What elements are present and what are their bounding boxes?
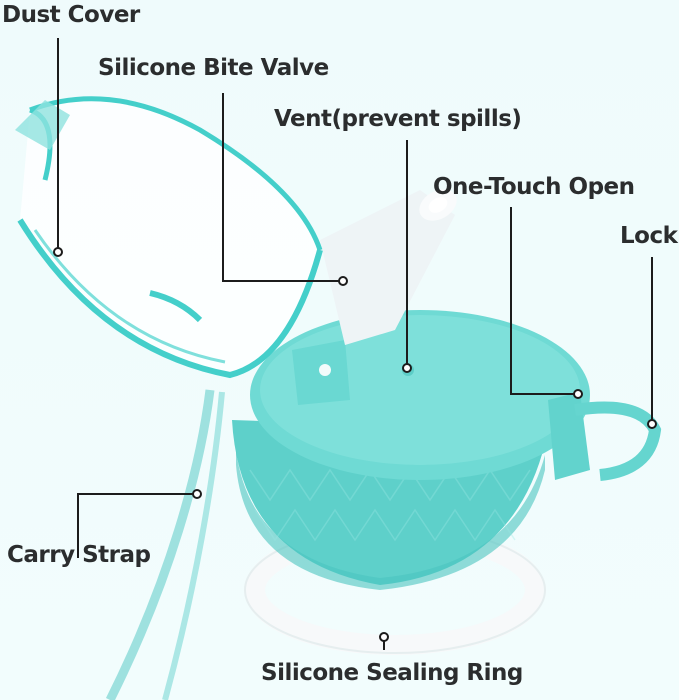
lid-body-graphic — [232, 310, 662, 590]
label-carry-strap: Carry Strap — [7, 542, 151, 568]
dust-cover-graphic — [15, 96, 323, 379]
label-vent: Vent(prevent spills) — [274, 106, 522, 132]
label-dust-cover: Dust Cover — [2, 2, 140, 28]
carry-strap-graphic — [105, 389, 225, 700]
pointer-lines — [57, 38, 653, 650]
label-silicone-bite-valve: Silicone Bite Valve — [98, 55, 329, 81]
pointer-dots — [53, 247, 657, 642]
label-lock: Lock — [620, 223, 678, 249]
label-one-touch-open: One-Touch Open — [433, 174, 635, 200]
bite-valve-graphic — [320, 189, 457, 345]
label-silicone-sealing-ring: Silicone Sealing Ring — [261, 660, 523, 686]
